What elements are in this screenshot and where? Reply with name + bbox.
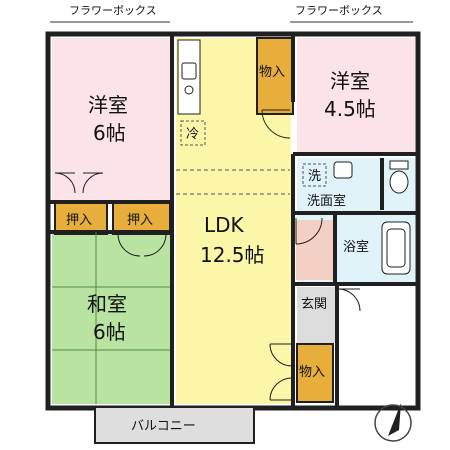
- storage-top-center-label: 物入: [259, 65, 285, 80]
- door-bathroom: [295, 217, 323, 245]
- fridge-label: 冷: [186, 127, 199, 142]
- washer-label: 洗: [308, 169, 321, 184]
- toilet-icon: [389, 160, 409, 194]
- stove-icon: [184, 85, 194, 95]
- door-western-right: [261, 109, 291, 139]
- western-right-size: 4.5帖: [324, 97, 376, 121]
- room-japanese: [52, 232, 172, 404]
- washbasin-icon: [333, 161, 353, 179]
- door-western-left: [54, 172, 104, 194]
- ldk-name: LDK: [204, 213, 245, 237]
- storage-top-center: [256, 37, 294, 115]
- door-entrance: [337, 288, 361, 312]
- kitchen-sink-icon: [181, 62, 197, 80]
- floor-accent: [296, 220, 336, 280]
- room-western-left: [52, 38, 172, 202]
- balcony-label: バルコニー: [131, 419, 196, 434]
- storage-left-1: [54, 201, 108, 235]
- flower-box-right-label: フラワーボックス: [295, 4, 383, 17]
- japanese-name: 和室: [87, 292, 127, 316]
- flower-box-left-label: フラワーボックス: [69, 4, 157, 17]
- room-western-right: [297, 38, 415, 154]
- storage-left-2-label: 押入: [127, 213, 153, 228]
- ldk-size: 12.5帖: [200, 243, 265, 267]
- room-entrance: [297, 287, 337, 343]
- compass-icon: [374, 403, 412, 442]
- western-left-name: 洋室: [88, 93, 128, 117]
- balcony: [94, 406, 255, 444]
- bathroom-label: 浴室: [343, 239, 369, 255]
- storage-bottom-right-label: 物入: [299, 365, 325, 380]
- fridge-box: [180, 120, 206, 146]
- washroom-label: 洗面室: [307, 193, 346, 209]
- japanese-size: 6帖: [93, 320, 126, 344]
- tatami-lines: [52, 232, 170, 404]
- western-right-name: 洋室: [330, 69, 370, 93]
- storage-bottom-right: [296, 343, 334, 403]
- western-left-size: 6帖: [93, 121, 126, 145]
- door-japanese: [117, 233, 167, 257]
- door-storage-bottom: [269, 343, 293, 401]
- entrance-label: 玄関: [301, 297, 327, 312]
- washer-box: [302, 163, 327, 187]
- bathtub-icon: [381, 221, 411, 275]
- internal-walls: [50, 34, 418, 408]
- storage-left-1-label: 押入: [66, 213, 92, 228]
